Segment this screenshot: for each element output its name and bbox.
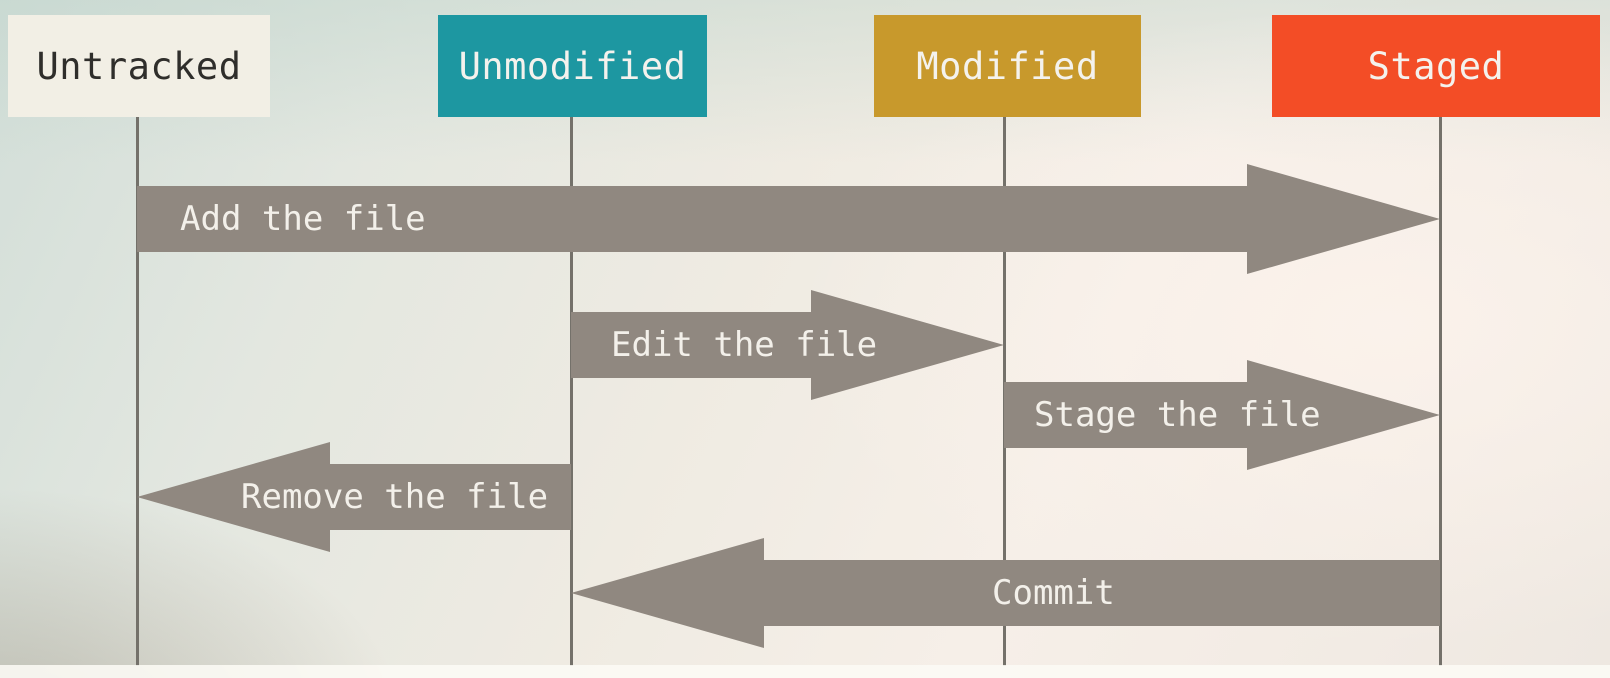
state-box-modified: Modified bbox=[874, 15, 1141, 117]
arrow-edit-the-file: Edit the file bbox=[571, 290, 1004, 400]
state-box-untracked: Untracked bbox=[8, 15, 270, 117]
lifeline-untracked bbox=[136, 117, 139, 666]
arrow-label-commit: Commit bbox=[992, 573, 1115, 613]
arrow-remove-the-file: Remove the file bbox=[137, 442, 571, 552]
state-label-staged: Staged bbox=[1367, 44, 1505, 88]
lifeline-unmodified bbox=[570, 117, 573, 666]
state-box-staged: Staged bbox=[1272, 15, 1600, 117]
state-label-untracked: Untracked bbox=[36, 44, 242, 88]
lifeline-staged bbox=[1439, 117, 1442, 666]
arrow-add-the-file: Add the file bbox=[137, 164, 1440, 274]
arrow-label-edit-the-file: Edit the file bbox=[611, 325, 878, 365]
state-label-unmodified: Unmodified bbox=[458, 44, 687, 88]
arrow-stage-the-file: Stage the file bbox=[1004, 360, 1440, 470]
state-label-modified: Modified bbox=[916, 44, 1099, 88]
slide-bottom-edge bbox=[0, 665, 1610, 678]
arrow-label-add-the-file: Add the file bbox=[180, 199, 426, 239]
state-box-unmodified: Unmodified bbox=[438, 15, 707, 117]
arrow-label-remove-the-file: Remove the file bbox=[241, 477, 549, 517]
arrow-label-stage-the-file: Stage the file bbox=[1034, 395, 1321, 435]
